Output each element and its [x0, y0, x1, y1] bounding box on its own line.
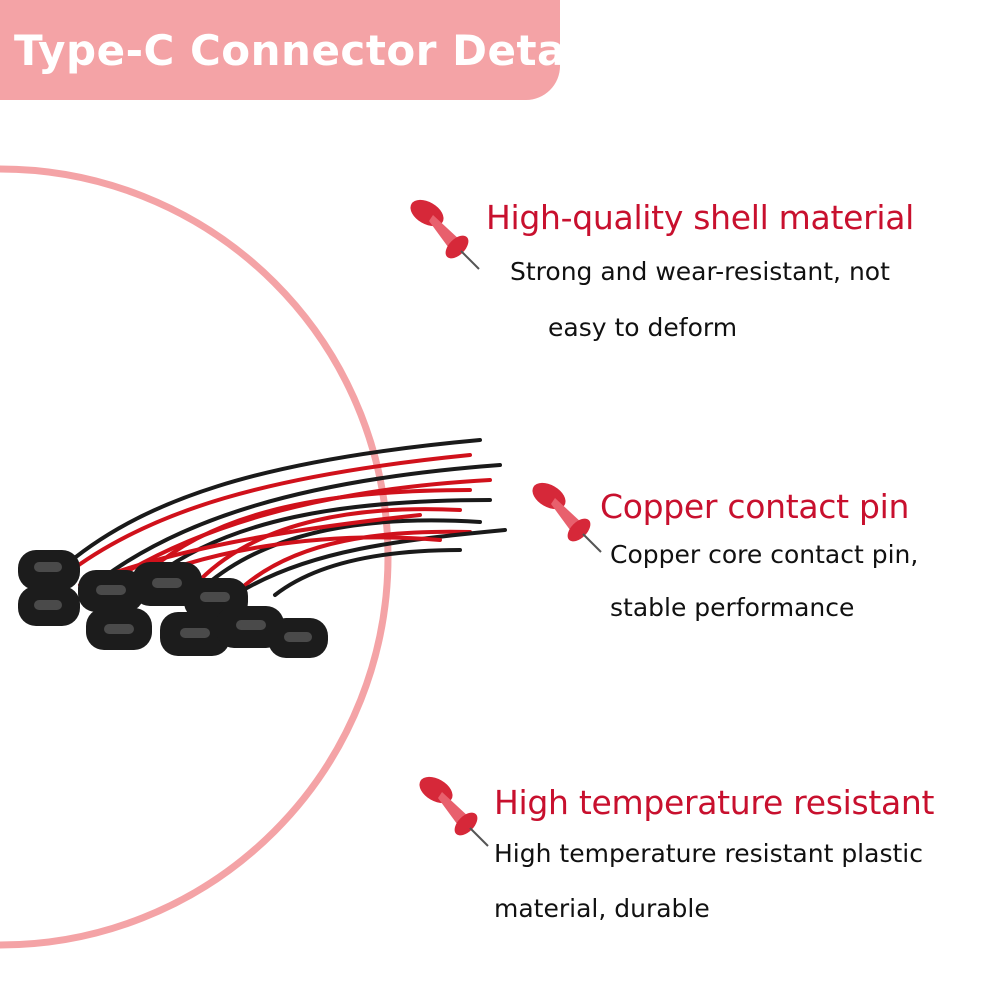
feature-desc-shell-line2: easy to deform — [548, 313, 738, 342]
feature-desc-copper-line2: stable performance — [610, 593, 855, 622]
pushpin-icon — [532, 482, 602, 553]
feature-desc-temperature-line1: High temperature resistant plastic — [494, 839, 923, 868]
feature-desc-temperature-line2: material, durable — [494, 894, 710, 923]
pushpin-icon — [419, 776, 489, 847]
feature-title-temperature: High temperature resistant — [494, 783, 935, 822]
feature-desc-shell-line1: Strong and wear-resistant, not — [510, 257, 890, 286]
banner-title: Type-C Connector Detail — [14, 26, 596, 75]
decorative-circle — [0, 165, 392, 949]
feature-title-shell: High-quality shell material — [486, 198, 915, 237]
header-banner: Type-C Connector Detail — [0, 0, 595, 100]
product-photo — [18, 438, 507, 658]
pushpin-icon — [410, 199, 480, 270]
feature-title-copper: Copper contact pin — [600, 487, 910, 526]
feature-desc-copper-line1: Copper core contact pin, — [610, 540, 919, 569]
